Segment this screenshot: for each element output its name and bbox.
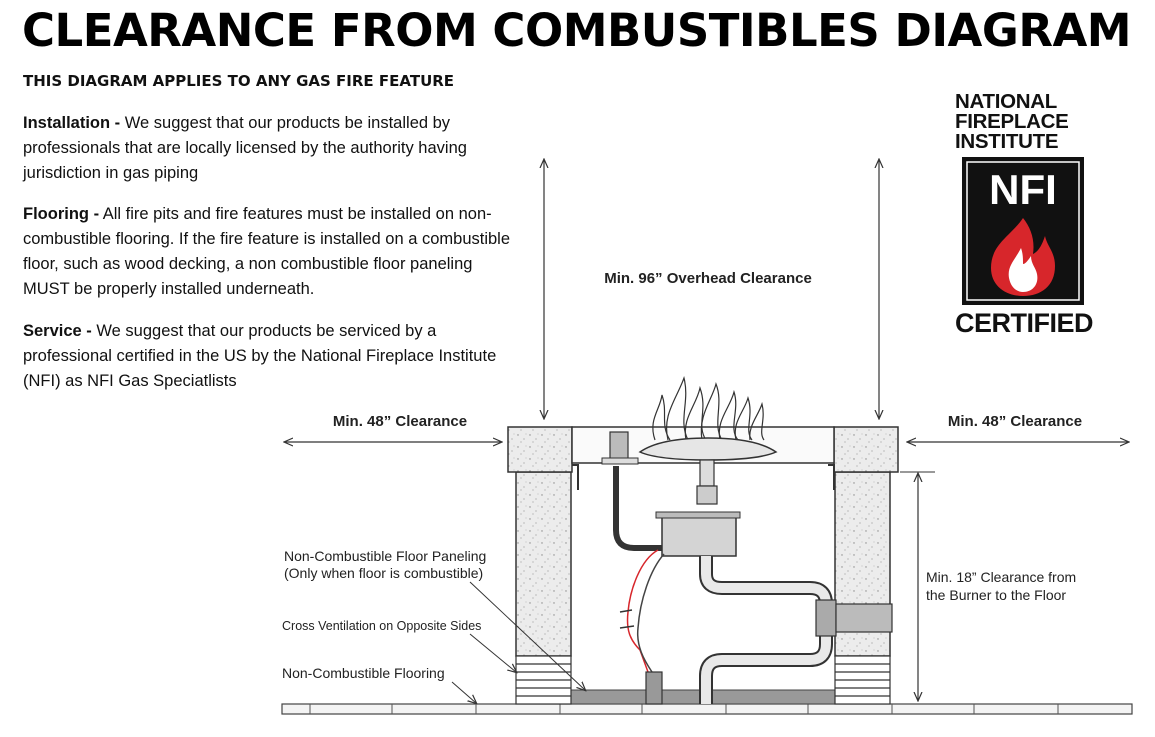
floor-tiles [281, 703, 1133, 715]
installation-text: We suggest that our products be installe… [23, 114, 467, 182]
mounting-brackets [572, 464, 835, 490]
burner-pan [638, 437, 778, 461]
flooring-label: Non-Combustible Flooring [282, 665, 445, 681]
igniter-mount [601, 457, 639, 465]
burner-fitting [696, 485, 718, 505]
nfi-badge-text: NFI [989, 166, 1057, 213]
igniter-tube-highlight [623, 466, 662, 541]
service-text: We suggest that our products be serviced… [23, 322, 497, 390]
nfi-logo-line2: FIREPLACE [955, 110, 1069, 133]
right-clearance-label: Min. 48” Clearance [948, 413, 1082, 430]
flames-icon [652, 375, 765, 441]
overhead-clearance-label: Min. 96” Overhead Clearance [604, 270, 812, 287]
installation-heading: Installation - [23, 114, 121, 132]
left-wall [515, 471, 572, 657]
installation-paragraph: Installation - We suggest that our produ… [23, 111, 513, 186]
left-clearance-label: Min. 48” Clearance [333, 413, 467, 430]
nfi-badge: NFI [962, 157, 1084, 305]
burner-stem [699, 459, 715, 487]
battery-housing [645, 671, 663, 705]
burner-floor-label-line2: the Burner to the Floor [926, 587, 1066, 603]
ventilation-pointer [469, 633, 516, 672]
red-wire [626, 549, 659, 673]
floor-tile-joints [309, 704, 1059, 714]
black-wire [636, 553, 665, 673]
paneling-label-line2: (Only when floor is combustible) [284, 565, 483, 581]
nfi-certified-text: CERTIFIED [955, 308, 1094, 338]
igniter [609, 431, 629, 461]
paneling-pointer [469, 581, 585, 690]
nfi-flame-inner-icon [1008, 248, 1038, 292]
nfi-badge-inner-frame [966, 161, 1080, 301]
left-cap [507, 426, 573, 473]
service-paragraph: Service - We suggest that our products b… [23, 319, 513, 394]
wire-ends [619, 609, 635, 629]
flooring-pointer [451, 681, 476, 703]
left-vent-grille [515, 655, 572, 705]
control-box [661, 513, 737, 557]
valve-handle [835, 603, 893, 633]
page-title: CLEARANCE FROM COMBUSTIBLES DIAGRAM [22, 4, 1132, 57]
shutoff-valve [815, 599, 837, 637]
burner-floor-label-line1: Min. 18” Clearance from [926, 569, 1076, 585]
nfi-logo-line3: INSTITUTE [955, 130, 1059, 153]
igniter-tube [613, 466, 662, 551]
nfi-flame-icon [991, 218, 1055, 296]
flooring-paragraph: Flooring - All fire pits and fire featur… [23, 202, 513, 302]
flooring-heading: Flooring - [23, 205, 100, 223]
gas-line [701, 556, 831, 704]
flooring-text: All fire pits and fire features must be … [23, 205, 511, 298]
right-cap [833, 426, 899, 473]
service-heading: Service - [23, 322, 92, 340]
ventilation-label: Cross Ventilation on Opposite Sides [282, 619, 481, 633]
right-vent-grille [834, 655, 891, 705]
gas-line-outline [699, 556, 833, 704]
control-box-lid [655, 511, 741, 519]
paneling-label-line1: Non-Combustible Floor Paneling [284, 548, 486, 564]
page-subtitle: THIS DIAGRAM APPLIES TO ANY GAS FIRE FEA… [23, 72, 455, 90]
nfi-certified-logo: NATIONAL FIREPLACE INSTITUTE NFI CERTIFI… [955, 90, 1095, 339]
nfi-logo-line1: NATIONAL [955, 90, 1057, 113]
